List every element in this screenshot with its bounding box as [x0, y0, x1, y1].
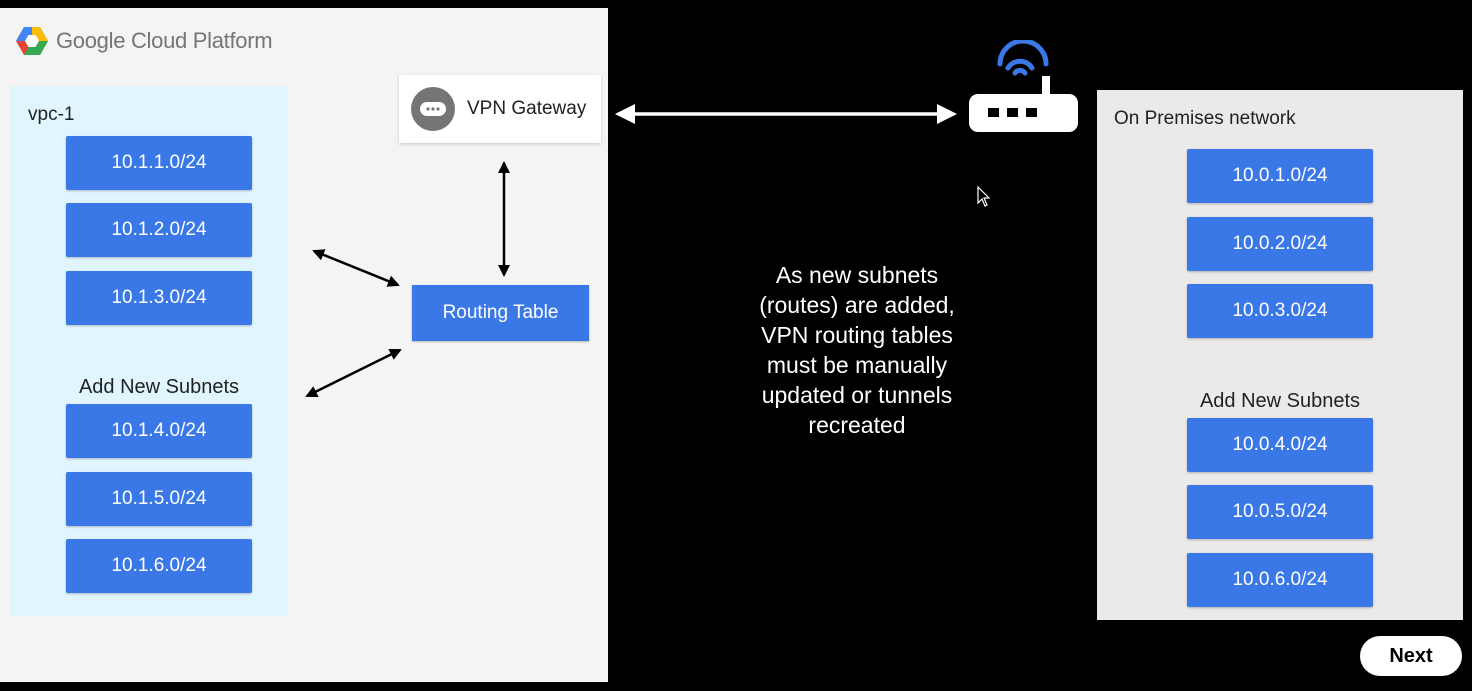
vpc-new-subnet-1[interactable]: 10.1.4.0/24: [66, 404, 252, 458]
onprem-new-subnet-2[interactable]: 10.0.5.0/24: [1187, 485, 1373, 539]
next-button[interactable]: Next: [1360, 636, 1462, 676]
vpn-gateway-icon: [411, 87, 455, 131]
onprem-new-subnet-3[interactable]: 10.0.6.0/24: [1187, 553, 1373, 607]
onprem-new-subnet-1[interactable]: 10.0.4.0/24: [1187, 418, 1373, 472]
onprem-label: On Premises network: [1114, 108, 1296, 129]
router-icon: [969, 40, 1078, 132]
onprem-add-subnets-label: Add New Subnets: [1199, 390, 1361, 412]
onprem-subnet-3[interactable]: 10.0.3.0/24: [1187, 284, 1373, 338]
onprem-panel: On Premises network 10.0.1.0/24 10.0.2.0…: [1097, 90, 1463, 620]
caption-line: As new subnets: [775, 262, 939, 288]
mouse-cursor-icon: [977, 186, 991, 207]
vpc-subnet-1[interactable]: 10.1.1.0/24: [66, 136, 252, 190]
vpn-gateway-label: VPN Gateway: [467, 98, 587, 119]
caption-line: recreated: [808, 412, 906, 438]
gcp-hexagon-icon: [16, 27, 48, 55]
caption-line: (routes) are added,: [759, 292, 955, 318]
gcp-panel: Google Cloud Platform vpc-1 10.1.1.0/24 …: [0, 8, 608, 682]
vpc-add-subnets-label: Add New Subnets: [78, 376, 240, 398]
vpc-new-subnet-3[interactable]: 10.1.6.0/24: [66, 539, 252, 593]
onprem-subnet-1[interactable]: 10.0.1.0/24: [1187, 149, 1373, 203]
vpn-gateway-card[interactable]: VPN Gateway: [399, 75, 601, 143]
vpc-subnet-3[interactable]: 10.1.3.0/24: [66, 271, 252, 325]
onprem-subnet-2[interactable]: 10.0.2.0/24: [1187, 217, 1373, 271]
gcp-logo: Google Cloud Platform: [16, 26, 273, 56]
caption-line: VPN routing tables: [761, 322, 953, 348]
explanation-caption: As new subnets (routes) are added, VPN r…: [722, 260, 992, 440]
vpc-subnet-2[interactable]: 10.1.2.0/24: [66, 203, 252, 257]
caption-line: must be manually: [766, 352, 948, 378]
vpc-new-subnet-2[interactable]: 10.1.5.0/24: [66, 472, 252, 526]
vpc-label: vpc-1: [28, 104, 75, 125]
vpc-box: vpc-1 10.1.1.0/24 10.1.2.0/24 10.1.3.0/2…: [10, 86, 287, 616]
gcp-brand-name: Google Cloud Platform: [56, 28, 273, 53]
routing-table-box[interactable]: Routing Table: [412, 285, 589, 341]
caption-line: updated or tunnels: [761, 382, 953, 408]
